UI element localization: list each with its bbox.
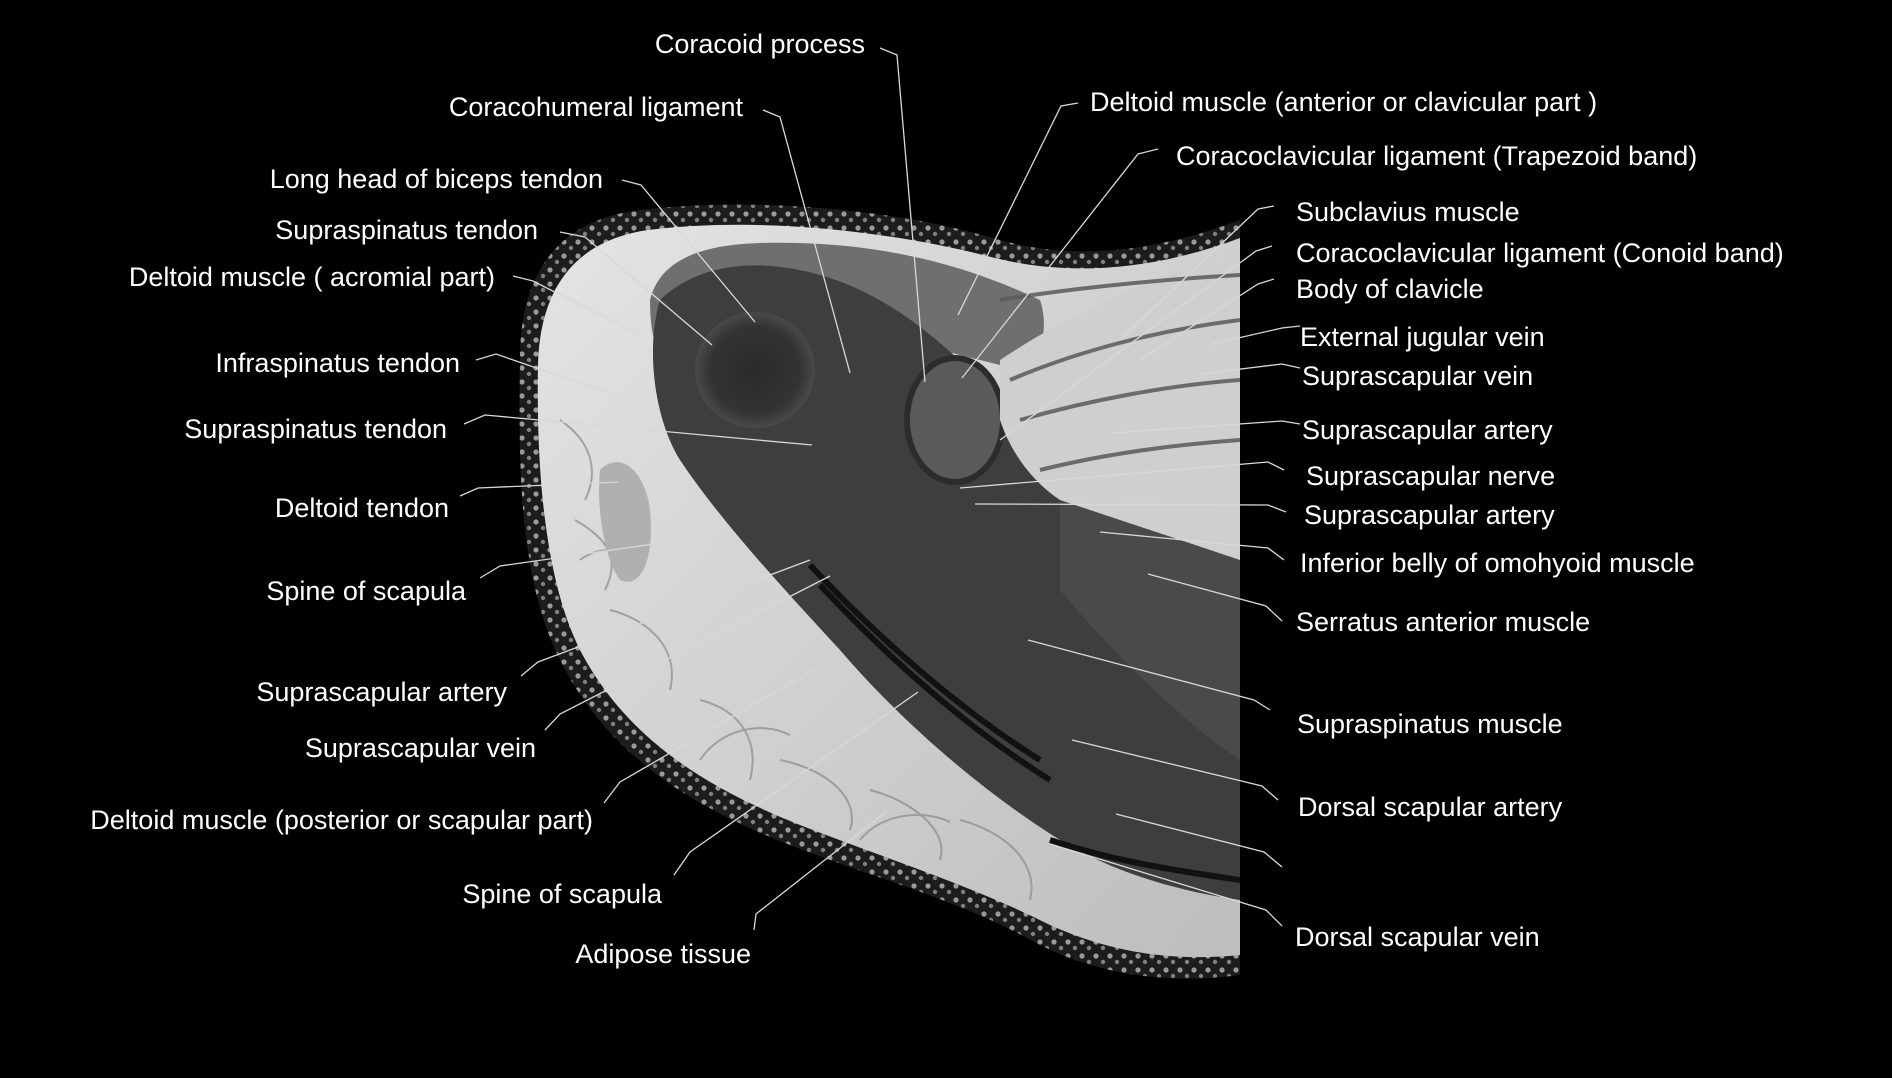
- label-supraspinatus-tendon-2: Supraspinatus tendon: [184, 414, 447, 444]
- leader-deltoid-acromial: [512, 275, 639, 335]
- leader-adipose-tissue: [753, 811, 887, 931]
- label-coracoclavicular-trapezoid: Coracoclavicular ligament (Trapezoid ban…: [1176, 141, 1698, 171]
- label-deltoid-posterior: Deltoid muscle (posterior or scapular pa…: [90, 805, 593, 835]
- label-suprascapular-artery-right-2: Suprascapular artery: [1304, 500, 1555, 530]
- leader-spine-scapula-1: [479, 539, 683, 579]
- label-suprascapular-artery-left: Suprascapular artery: [256, 677, 507, 707]
- leader-infraspinatus-tendon: [475, 353, 659, 411]
- serratus-region: [1060, 500, 1240, 760]
- label-spine-of-scapula-2: Spine of scapula: [462, 879, 662, 909]
- label-dorsal-scapular-vein: Dorsal scapular vein: [1295, 922, 1540, 952]
- label-body-of-clavicle: Body of clavicle: [1296, 274, 1484, 304]
- label-deltoid-tendon: Deltoid tendon: [274, 493, 449, 523]
- label-deltoid-acromial: Deltoid muscle ( acromial part): [128, 262, 495, 292]
- leader-supraspinatus-artery-left: [520, 559, 811, 677]
- leader-coracoid-process: [879, 47, 926, 383]
- scan-tissue: [519, 204, 1240, 979]
- leader-supraspinatus-muscle: [1027, 639, 1271, 711]
- label-coracohumeral-ligament: Coracohumeral ligament: [448, 92, 743, 122]
- leader-trapezoid: [961, 148, 1159, 379]
- label-long-head-biceps-tendon: Long head of biceps tendon: [269, 164, 603, 194]
- label-external-jugular-vein: External jugular vein: [1300, 322, 1545, 352]
- leader-coracohumeral-ligament: [762, 109, 851, 374]
- label-suprascapular-vein-right: Suprascapular vein: [1302, 361, 1534, 391]
- leader-deltoid-posterior: [603, 664, 823, 804]
- leader-spine-scapula-2: [673, 691, 919, 876]
- label-subclavius-muscle: Subclavius muscle: [1296, 197, 1520, 227]
- leader-deltoid-anterior: [957, 102, 1079, 316]
- leader-deltoid-tendon: [459, 481, 619, 497]
- scapular-spine-lines: [807, 562, 1240, 883]
- label-coracoid-process: Coracoid process: [654, 29, 865, 59]
- leader-suprascapular-artery-right-1: [1111, 420, 1301, 434]
- leader-suprascapular-vein-right: [1199, 363, 1301, 375]
- leader-extra: [1115, 813, 1283, 868]
- label-suprascapular-vein-left: Suprascapular vein: [304, 733, 536, 763]
- leader-long-head-biceps: [621, 179, 756, 323]
- leader-supraspinatus-tendon-2: [463, 414, 813, 446]
- leader-suprascapular-artery-right-2: [974, 503, 1287, 513]
- label-adipose-tissue: Adipose tissue: [575, 939, 751, 969]
- label-infraspinatus-tendon: Infraspinatus tendon: [215, 348, 460, 378]
- neck-structures: [999, 273, 1240, 472]
- label-dorsal-scapular-artery: Dorsal scapular artery: [1298, 792, 1563, 822]
- deltoid-tendon-region: [599, 462, 651, 582]
- leader-omohyoid: [1099, 531, 1285, 561]
- humeral-head: [695, 312, 815, 428]
- label-deltoid-anterior: Deltoid muscle (anterior or clavicular p…: [1090, 87, 1598, 117]
- leader-suprascapular-nerve: [959, 461, 1285, 489]
- clavicle-bone: [904, 355, 1006, 485]
- supraspinatus-mass: [652, 265, 1240, 900]
- leader-supraspinatus-tendon-1: [559, 231, 713, 346]
- label-serratus-anterior: Serratus anterior muscle: [1296, 607, 1591, 637]
- leader-lines: [459, 47, 1301, 931]
- leader-dorsal-scapular-vein: [1049, 843, 1283, 927]
- label-suprascapular-nerve: Suprascapular nerve: [1306, 461, 1556, 491]
- label-spine-of-scapula-1: Spine of scapula: [266, 576, 466, 606]
- leader-body-clavicle: [1139, 278, 1275, 361]
- label-supraspinatus-muscle: Supraspinatus muscle: [1297, 709, 1563, 739]
- leader-external-jugular: [1211, 325, 1301, 345]
- label-suprascapular-artery-right-1: Suprascapular artery: [1302, 415, 1553, 445]
- leader-dorsal-scapular-artery: [1071, 739, 1279, 801]
- leader-conoid: [999, 245, 1273, 441]
- leader-serratus: [1147, 573, 1283, 622]
- leader-subclavius: [1119, 205, 1275, 341]
- leader-supraspinatus-vein-left: [544, 575, 831, 731]
- label-coracoclavicular-conoid: Coracoclavicular ligament (Conoid band): [1296, 238, 1784, 268]
- label-inferior-belly-omohyoid: Inferior belly of omohyoid muscle: [1300, 548, 1695, 578]
- label-supraspinatus-tendon-1: Supraspinatus tendon: [275, 215, 538, 245]
